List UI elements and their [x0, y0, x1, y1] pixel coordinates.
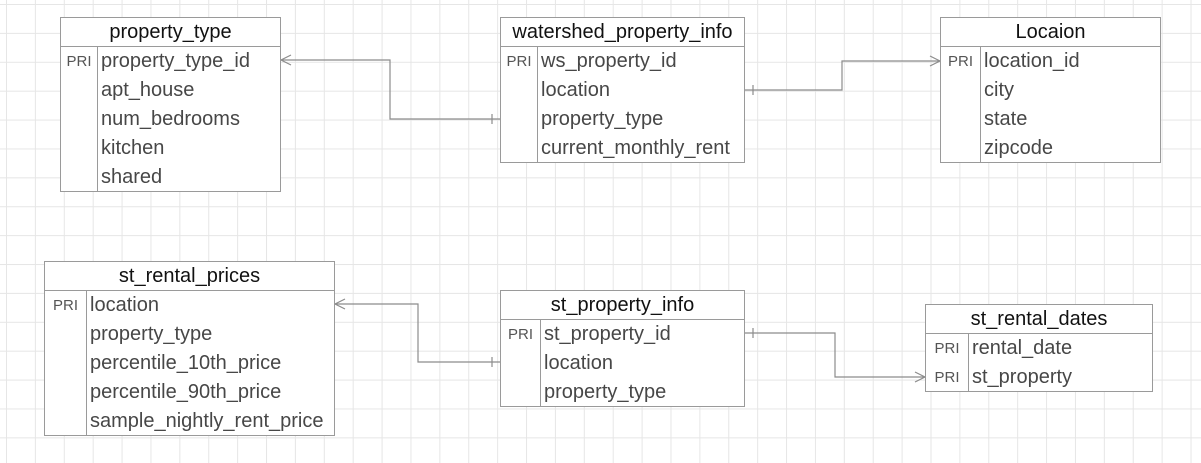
field-name: sample_nightly_rent_price	[90, 410, 324, 432]
key-column: PRI	[501, 320, 541, 407]
key-badge	[941, 134, 980, 163]
key-badge: PRI	[506, 53, 532, 70]
field-name: location	[544, 352, 613, 374]
key-badge: PRI	[52, 297, 78, 314]
crow-foot-marker	[914, 371, 927, 383]
field-name: ws_property_id	[541, 50, 677, 72]
entity-title: st_rental_prices	[45, 262, 334, 291]
key-column: PRI	[501, 47, 538, 163]
connector-watershed-to-locaion	[745, 55, 942, 95]
field-column: st_property_id location property_type	[541, 320, 744, 407]
field-name: zipcode	[984, 137, 1053, 159]
key-badge: PRI	[947, 53, 973, 70]
key-badge	[61, 163, 97, 192]
field-name: num_bedrooms	[101, 108, 240, 130]
entity-st-property-info[interactable]: st_property_info PRI st_property_id loca…	[500, 290, 745, 407]
connector-property-type-to-watershed	[279, 54, 500, 124]
field-name: location	[90, 294, 159, 316]
field-name: rental_date	[972, 337, 1073, 359]
entity-watershed-property-info[interactable]: watershed_property_info PRI ws_property_…	[500, 17, 745, 163]
key-badge: PRI	[934, 369, 960, 386]
key-badge: PRI	[934, 340, 960, 357]
field-name: state	[984, 108, 1028, 130]
key-badge	[501, 134, 537, 163]
entity-title: property_type	[61, 18, 280, 47]
field-name: st_property	[972, 366, 1073, 388]
entity-property-type[interactable]: property_type PRI property_type_id apt_h…	[60, 17, 281, 192]
connector-st-rental-prices-to-st-property-info	[333, 298, 500, 367]
key-badge	[61, 105, 97, 134]
key-column: PRI	[45, 291, 87, 436]
key-badge	[45, 349, 86, 378]
connector-st-property-info-to-st-rental-dates	[745, 328, 927, 383]
field-name: city	[984, 79, 1014, 101]
entity-title: watershed_property_info	[501, 18, 744, 47]
field-name: location_id	[984, 50, 1080, 72]
key-badge	[941, 76, 980, 105]
entity-title: Locaion	[941, 18, 1160, 47]
key-badge	[501, 349, 540, 378]
key-column: PRI PRI	[926, 334, 969, 392]
key-badge	[501, 378, 540, 407]
key-badge	[501, 105, 537, 134]
key-badge	[501, 76, 537, 105]
key-badge	[45, 407, 86, 436]
entity-title: st_rental_dates	[926, 305, 1152, 334]
entity-st-rental-prices[interactable]: st_rental_prices PRI location property_t…	[44, 261, 335, 436]
key-badge: PRI	[66, 53, 92, 70]
key-column: PRI	[941, 47, 981, 163]
key-badge	[45, 320, 86, 349]
field-name: percentile_10th_price	[90, 352, 282, 374]
entity-title: st_property_info	[501, 291, 744, 320]
field-name: shared	[101, 166, 163, 188]
key-badge	[61, 76, 97, 105]
field-column: rental_date st_property	[969, 334, 1152, 392]
key-badge: PRI	[507, 326, 533, 343]
field-name: st_property_id	[544, 323, 671, 345]
crow-foot-marker	[929, 55, 942, 67]
field-name: percentile_90th_price	[90, 381, 282, 403]
field-name: current_monthly_rent	[541, 137, 730, 159]
field-name: property_type	[541, 108, 664, 130]
entity-st-rental-dates[interactable]: st_rental_dates PRI PRI rental_date st_p…	[925, 304, 1153, 392]
field-column: location_id city state zipcode	[981, 47, 1160, 163]
field-name: apt_house	[101, 79, 195, 101]
field-column: location property_type percentile_10th_p…	[87, 291, 334, 436]
crow-foot-marker	[279, 54, 292, 66]
entity-locaion[interactable]: Locaion PRI location_id city state zipco…	[940, 17, 1161, 163]
key-badge	[61, 134, 97, 163]
field-column: ws_property_id location property_type cu…	[538, 47, 744, 163]
field-name: kitchen	[101, 137, 165, 159]
field-name: property_type	[90, 323, 213, 345]
key-badge	[941, 105, 980, 134]
field-column: property_type_id apt_house num_bedrooms …	[98, 47, 280, 192]
field-name: property_type	[544, 381, 667, 403]
key-column: PRI	[61, 47, 98, 192]
key-badge	[45, 378, 86, 407]
crow-foot-marker	[333, 298, 346, 310]
field-name: location	[541, 79, 610, 101]
field-name: property_type_id	[101, 50, 250, 72]
